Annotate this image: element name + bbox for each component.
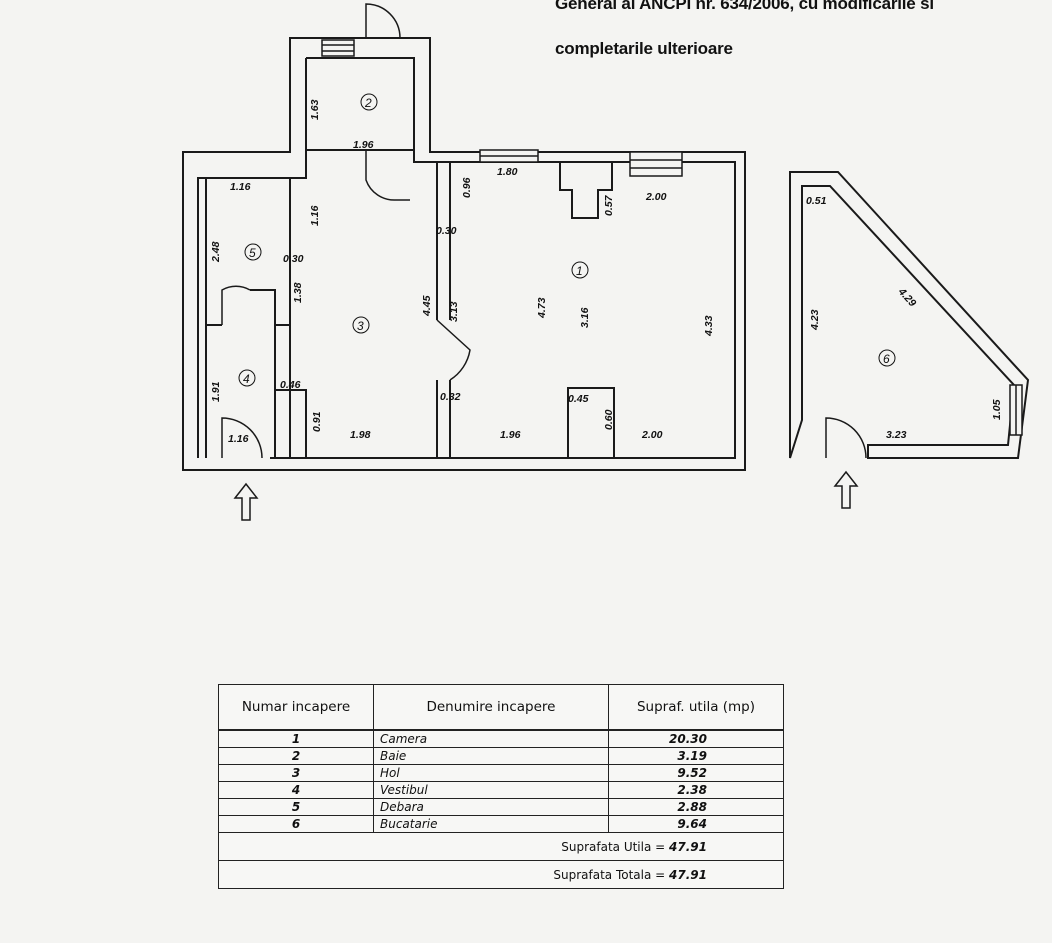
room-labels: 2 5 3 1 4 6 <box>238 93 896 387</box>
room-label-2: 2 <box>360 93 378 111</box>
util-total-row: Suprafata Utila = 47.91 <box>218 832 784 861</box>
room-number: 1 <box>218 729 374 748</box>
svg-text:1: 1 <box>576 264 583 278</box>
room-area: 3.19 <box>608 747 784 765</box>
room-number: 6 <box>218 815 374 833</box>
dim-label: 3.16 <box>579 307 591 328</box>
dim-label: 0.30 <box>283 253 304 265</box>
room-label-5: 5 <box>244 243 262 261</box>
col-header-area: Supraf. utila (mp) <box>608 684 784 731</box>
room-number: 2 <box>218 747 374 765</box>
room-name: Debara <box>373 798 609 816</box>
room-area: 9.64 <box>608 815 784 833</box>
dim-label: 1.98 <box>350 429 371 441</box>
header-line-2: completarile ulterioare <box>555 39 733 58</box>
util-total: Suprafata Utila = 47.91 <box>218 832 784 861</box>
table-row: 4 Vestibul 2.38 <box>218 781 784 799</box>
room-number: 5 <box>218 798 374 816</box>
util-total-value: 47.91 <box>669 839 707 854</box>
room-area: 2.38 <box>608 781 784 799</box>
util-total-label: Suprafata Utila = <box>561 839 666 854</box>
table-row: 1 Camera 20.30 <box>218 729 784 748</box>
dim-label: 2.00 <box>641 429 663 441</box>
dim-label: 4.23 <box>809 309 821 331</box>
dim-label: 0.32 <box>440 391 461 403</box>
room-name: Hol <box>373 764 609 782</box>
table-row: 6 Bucatarie 9.64 <box>218 815 784 833</box>
room-name: Bucatarie <box>373 815 609 833</box>
room-name: Vestibul <box>373 781 609 799</box>
dim-label: 1.16 <box>228 433 249 445</box>
dim-label: 3.23 <box>886 429 907 441</box>
room-number: 4 <box>218 781 374 799</box>
dim-label: 0.45 <box>568 393 589 405</box>
dim-label: 1.05 <box>991 399 1003 420</box>
svg-text:2: 2 <box>364 96 372 110</box>
dim-label: 1.38 <box>292 282 304 303</box>
dim-label: 0.91 <box>311 411 323 432</box>
room-number: 3 <box>218 764 374 782</box>
dim-label: 1.96 <box>353 139 374 151</box>
svg-text:3: 3 <box>357 319 364 333</box>
dim-label: 0.46 <box>280 379 301 391</box>
svg-text:4: 4 <box>243 372 250 386</box>
dim-label: 1.16 <box>309 205 321 226</box>
col-header-number: Numar incapere <box>218 684 374 731</box>
dimension-labels: 1.63 1.96 1.16 1.16 2.48 0.30 1.38 0.96 … <box>210 99 1003 445</box>
table-header-row: Numar incapere Denumire incapere Supraf.… <box>218 684 784 731</box>
col-header-name: Denumire incapere <box>373 684 609 731</box>
rooms-table: Numar incapere Denumire incapere Supraf.… <box>218 684 784 889</box>
room-label-6: 6 <box>878 349 896 367</box>
dim-label: 4.29 <box>895 285 918 309</box>
room-label-3: 3 <box>352 316 370 334</box>
svg-text:6: 6 <box>883 352 890 366</box>
svg-text:5: 5 <box>249 246 256 260</box>
grand-total-label: Suprafata Totala = <box>553 867 666 882</box>
dim-label: 0.51 <box>806 195 827 207</box>
floor-plan: 2 5 3 1 4 6 1.63 1.96 1.16 1.16 2.48 0.3… <box>182 3 1030 521</box>
table-row: 2 Baie 3.19 <box>218 747 784 765</box>
header-line-1: General al ANCPI nr. 634/2006, cu modifi… <box>555 0 934 13</box>
grand-total: Suprafata Totala = 47.91 <box>218 860 784 889</box>
dim-label: 4.73 <box>536 297 548 319</box>
dim-label: 1.63 <box>309 99 321 120</box>
dim-label: 0.60 <box>603 409 615 430</box>
room-area: 9.52 <box>608 764 784 782</box>
dim-label: 0.30 <box>436 225 457 237</box>
dim-label: 0.96 <box>461 177 473 198</box>
dim-label: 2.00 <box>645 191 667 203</box>
room-area: 20.30 <box>608 729 784 748</box>
dim-label: 1.91 <box>210 381 222 402</box>
plan-walls <box>182 37 1030 471</box>
dim-label: 4.33 <box>703 315 715 337</box>
room-area: 2.88 <box>608 798 784 816</box>
dim-label: 1.16 <box>230 181 251 193</box>
dim-label: 1.96 <box>500 429 521 441</box>
table-row: 3 Hol 9.52 <box>218 764 784 782</box>
dim-label: 1.80 <box>497 166 518 178</box>
dim-label: 0.57 <box>603 194 615 216</box>
plan-doors <box>221 3 867 459</box>
dim-label: 4.45 <box>421 295 433 317</box>
table-row: 5 Debara 2.88 <box>218 798 784 816</box>
entrance-arrow-icon <box>233 470 859 521</box>
grand-total-value: 47.91 <box>669 867 707 882</box>
room-label-4: 4 <box>238 369 256 387</box>
grand-total-row: Suprafata Totala = 47.91 <box>218 860 784 889</box>
room-label-1: 1 <box>571 261 589 279</box>
room-name: Camera <box>373 729 609 748</box>
plan-windows <box>321 39 1023 436</box>
dim-label: 3.13 <box>448 301 460 322</box>
room-name: Baie <box>373 747 609 765</box>
dim-label: 2.48 <box>210 241 222 263</box>
